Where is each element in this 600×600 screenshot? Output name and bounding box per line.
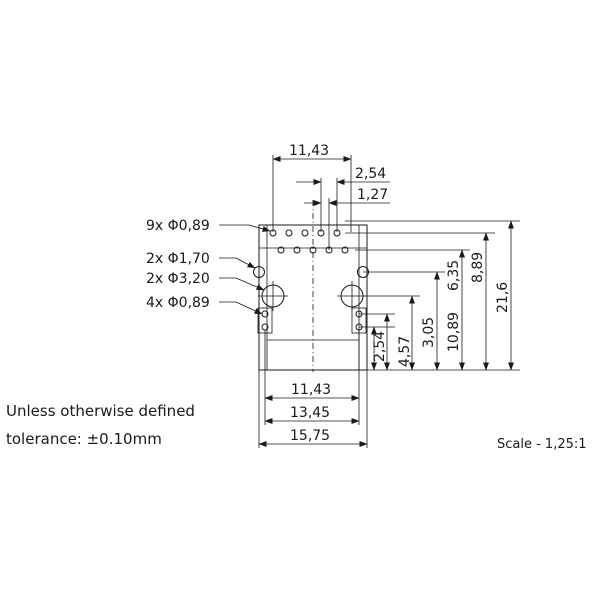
- dim-top-127: 1,27: [357, 187, 388, 203]
- scale-note: Scale - 1,25:1: [497, 437, 587, 452]
- pin: [293, 246, 301, 254]
- pin: [277, 246, 285, 254]
- callout-hole-170: 2x Φ1,70: [146, 251, 210, 267]
- dim-bottom-1143: 11,43: [291, 382, 331, 398]
- dim-right-254: 2,54: [372, 331, 388, 362]
- tolerance-note-line1: Unless otherwise defined: [6, 402, 195, 420]
- tolerance-note-line2: tolerance: ±0.10mm: [6, 430, 162, 448]
- pin: [309, 246, 317, 254]
- callout-hole-320: 2x Φ3,20: [146, 271, 210, 287]
- dim-top-254: 2,54: [355, 166, 386, 182]
- callout-pins-9: 9x Φ0,89: [146, 218, 210, 234]
- dim-right-889: 8,89: [470, 252, 486, 283]
- bottom-dimension-lines: [258, 330, 368, 448]
- dim-right-305: 3,05: [421, 317, 437, 348]
- dim-top-1143: 11,43: [289, 143, 329, 159]
- pin-row-9: [269, 229, 349, 254]
- dim-bottom-1345: 13,45: [290, 405, 330, 421]
- callout-leaders: [219, 224, 271, 315]
- pin: [301, 229, 309, 237]
- top-dimension-lines: [272, 155, 390, 250]
- right-dimension-lines: [345, 220, 520, 371]
- pin: [341, 246, 349, 254]
- dim-right-1089: 10,89: [446, 312, 462, 352]
- pin: [285, 229, 293, 237]
- callout-pins-4: 4x Φ0,89: [146, 295, 210, 311]
- small-holes: [253, 266, 369, 278]
- dim-right-216: 21,6: [495, 282, 511, 313]
- pin-row-4: [257, 307, 367, 334]
- dim-bottom-1575: 15,75: [290, 428, 330, 444]
- dim-right-635: 6,35: [446, 260, 462, 291]
- large-holes: [258, 281, 367, 311]
- dim-right-457: 4,57: [397, 336, 413, 367]
